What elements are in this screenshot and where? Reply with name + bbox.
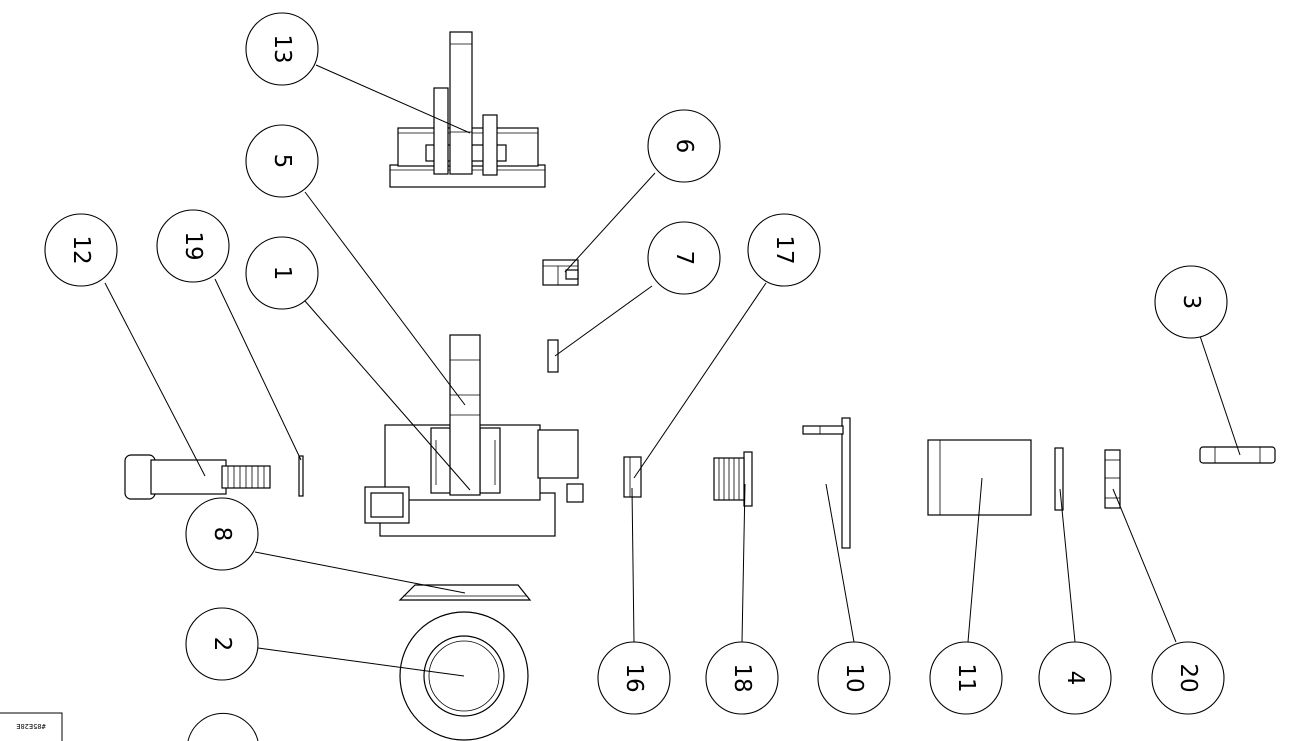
leader-12 xyxy=(104,282,206,477)
leader-4 xyxy=(1059,488,1076,643)
part-19-washer xyxy=(298,455,304,497)
balloon-10-label: 10 xyxy=(841,663,867,692)
part-12-bolt xyxy=(124,454,271,500)
balloon-8: 8 xyxy=(185,497,259,571)
balloon-13-label: 13 xyxy=(269,34,295,63)
balloon-1: 1 xyxy=(245,236,319,310)
part-10-shaft xyxy=(802,417,851,549)
balloon-10: 10 xyxy=(817,641,891,715)
leader-6 xyxy=(564,172,656,273)
part-4-plate xyxy=(1054,447,1064,511)
balloon-5-label: 5 xyxy=(269,154,295,169)
balloon-12: 12 xyxy=(44,213,118,287)
balloon-5: 5 xyxy=(245,124,319,198)
leader-2 xyxy=(257,647,465,677)
balloon-6-label: 6 xyxy=(671,139,697,154)
part-7-pin xyxy=(547,339,559,373)
leader-16 xyxy=(631,487,635,643)
part-1-valve-body xyxy=(364,424,584,537)
leader-18 xyxy=(741,483,746,643)
balloon-19: 19 xyxy=(156,209,230,283)
leader-1 xyxy=(304,300,471,491)
leader-3 xyxy=(1199,335,1241,456)
leader-5 xyxy=(304,191,466,406)
balloon-16-label: 16 xyxy=(621,663,647,692)
part-3-rod xyxy=(1199,446,1276,464)
title-block-corner: #85E28E xyxy=(0,712,63,741)
balloon-2: 2 xyxy=(185,607,259,681)
part-5-stem xyxy=(449,334,481,496)
balloon-6: 6 xyxy=(647,109,721,183)
balloon-4: 4 xyxy=(1038,641,1112,715)
leader-13 xyxy=(315,64,471,134)
title-block-text: #85E28E xyxy=(16,722,46,730)
balloon-20: 20 xyxy=(1151,641,1225,715)
balloon-1-label: 1 xyxy=(269,266,295,281)
balloon-8-label: 8 xyxy=(209,527,235,542)
leader-8 xyxy=(254,551,466,594)
balloon-2-label: 2 xyxy=(209,637,235,652)
balloon-3-label: 3 xyxy=(1178,295,1204,310)
balloon-3: 3 xyxy=(1154,265,1228,339)
balloon-12-label: 12 xyxy=(68,235,94,264)
balloon-16: 16 xyxy=(597,641,671,715)
leader-19 xyxy=(214,278,302,461)
balloon-7-label: 7 xyxy=(671,251,697,266)
balloon-4-label: 4 xyxy=(1062,671,1088,686)
leader-10 xyxy=(825,483,855,643)
partial-balloon-edge xyxy=(187,712,259,741)
balloon-18: 18 xyxy=(705,641,779,715)
leader-7 xyxy=(554,285,653,357)
leader-20 xyxy=(1112,488,1177,643)
leader-lines xyxy=(104,64,1241,677)
balloon-7: 7 xyxy=(647,221,721,295)
leader-17 xyxy=(633,282,767,479)
part-13-head-assembly xyxy=(389,31,546,188)
part-20-small-nut xyxy=(1104,449,1121,509)
balloon-18-label: 18 xyxy=(729,663,755,692)
part-18-threaded-insert xyxy=(713,451,753,507)
balloon-17-label: 17 xyxy=(771,235,797,264)
balloon-17: 17 xyxy=(747,213,821,287)
leader-11 xyxy=(967,477,983,643)
balloon-11-label: 11 xyxy=(953,663,979,692)
balloon-13: 13 xyxy=(245,12,319,86)
balloon-19-label: 19 xyxy=(180,231,206,260)
part-16-sleeve xyxy=(623,456,642,498)
balloon-11: 11 xyxy=(929,641,1003,715)
balloon-20-label: 20 xyxy=(1175,663,1201,692)
